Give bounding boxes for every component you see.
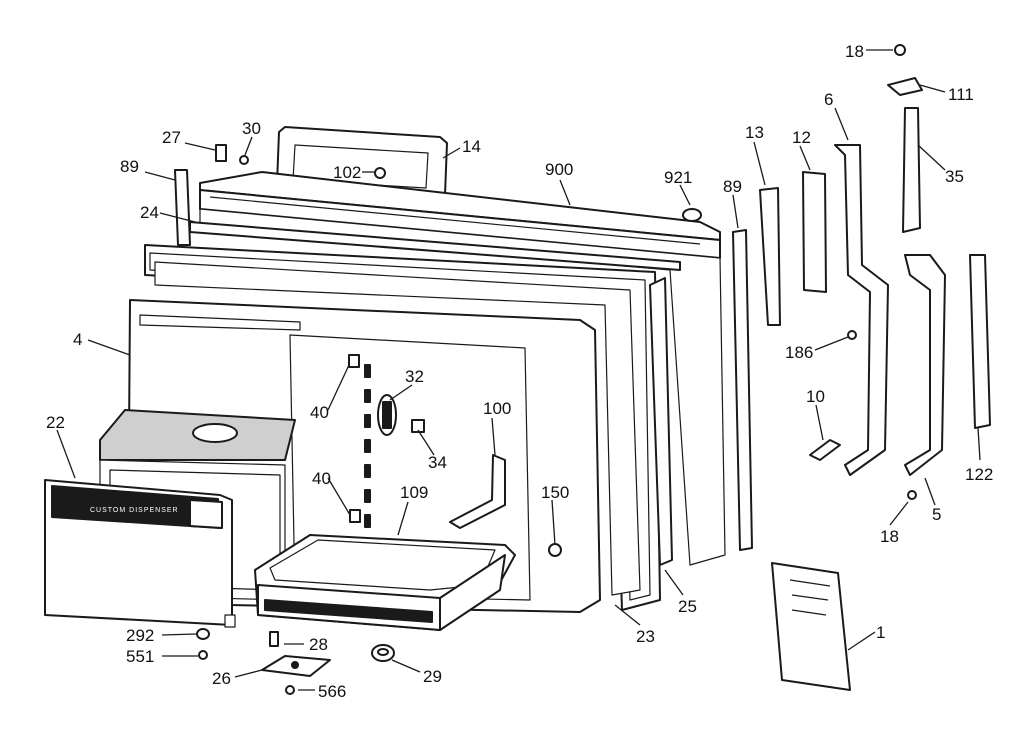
callout-18-lower: 18	[880, 527, 899, 546]
callout-5: 5	[932, 505, 941, 524]
part-35-channel	[902, 107, 921, 233]
callout-89-left: 89	[120, 157, 139, 176]
callout-40-lower: 40	[312, 469, 331, 488]
callout-102: 102	[333, 163, 361, 182]
callout-13: 13	[745, 123, 764, 142]
part-22-dispenser-door	[44, 479, 236, 628]
callout-900: 900	[545, 160, 573, 179]
part-551-screw	[198, 650, 208, 660]
callout-29: 29	[423, 667, 442, 686]
part-150-plug	[548, 543, 562, 557]
callout-100: 100	[483, 399, 511, 418]
part-27-cap	[215, 144, 227, 162]
callout-551: 551	[126, 647, 154, 666]
part-566-screw	[285, 685, 295, 695]
callout-23: 23	[636, 627, 655, 646]
part-89-right-strip	[732, 229, 753, 551]
part-18-lower-screw	[907, 490, 917, 500]
callout-292: 292	[126, 626, 154, 645]
part-292-bushing	[196, 628, 210, 640]
part-30-screw	[239, 155, 249, 165]
callout-566: 566	[318, 682, 346, 701]
part-32-light-socket	[377, 394, 397, 436]
part-29-grommet	[371, 644, 395, 662]
callout-89-right: 89	[723, 177, 742, 196]
callout-34: 34	[428, 453, 447, 472]
callout-25: 25	[678, 597, 697, 616]
callout-186: 186	[785, 343, 813, 362]
callout-28: 28	[309, 635, 328, 654]
callout-1: 1	[876, 623, 885, 642]
callout-109: 109	[400, 483, 428, 502]
callout-26: 26	[212, 669, 231, 688]
part-10-hinge-pin	[809, 439, 841, 461]
callout-14: 14	[462, 137, 481, 156]
part-109-crisper-pan	[254, 534, 516, 631]
callout-40-upper: 40	[310, 403, 329, 422]
callout-122: 122	[965, 465, 993, 484]
callout-35: 35	[945, 167, 964, 186]
part-18-top-screw	[894, 44, 906, 56]
part-34-bracket	[411, 419, 425, 433]
part-102-screw	[374, 167, 386, 179]
callout-6: 6	[824, 90, 833, 109]
part-40-lower-clip	[349, 509, 361, 523]
part-28-stud	[269, 631, 279, 647]
part-921-plug	[682, 208, 702, 222]
callout-22: 22	[46, 413, 65, 432]
part-5-hinge	[904, 254, 946, 476]
callout-10: 10	[806, 387, 825, 406]
callout-111: 111	[948, 85, 974, 104]
callout-24: 24	[140, 203, 159, 222]
part-26-bracket-plate	[261, 655, 331, 677]
callout-921: 921	[664, 168, 692, 187]
part-40-upper-clip	[348, 354, 360, 368]
part-6-hinge-support	[834, 144, 889, 476]
part-100-shelf-support	[449, 454, 506, 529]
part-13-trim	[759, 187, 781, 326]
part-89-left-strip	[174, 169, 191, 246]
callout-labels: 18 111 6 35 13 12 900 921 89 27 30 14 10…	[46, 42, 993, 701]
leader-lines	[56, 49, 981, 691]
callout-150: 150	[541, 483, 569, 502]
callout-32: 32	[405, 367, 424, 386]
callout-18-top: 18	[845, 42, 864, 61]
callout-12: 12	[792, 128, 811, 147]
part-186-screw	[847, 330, 857, 340]
part-122-handle	[969, 254, 991, 429]
callout-4: 4	[73, 330, 82, 349]
part-25-side-gasket	[649, 277, 673, 566]
part-12-trim	[802, 171, 827, 293]
dispenser-panel-label: CUSTOM DISPENSER	[90, 507, 179, 514]
shelf-support-slots	[364, 364, 371, 528]
callout-27: 27	[162, 128, 181, 147]
part-1-instruction-booklet	[771, 562, 851, 691]
callout-30: 30	[242, 119, 261, 138]
part-111-hinge-cap	[887, 77, 923, 96]
